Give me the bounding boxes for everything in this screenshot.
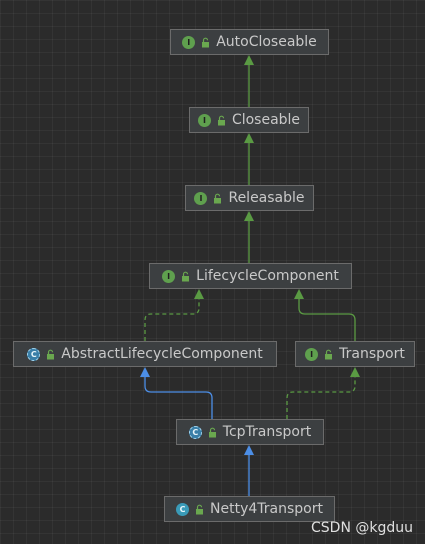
lock-icon [214,193,222,203]
node-netty4transport[interactable]: C Netty4Transport [164,496,335,522]
lock-icon [196,504,204,514]
node-abstractlifecyclecomponent[interactable]: C AbstractLifecycleComponent [13,341,277,367]
lock-icon [182,271,190,281]
abstract-class-icon: C [27,347,41,361]
interface-icon: I [197,113,211,127]
arrowhead [244,445,254,455]
node-transport[interactable]: I Transport [295,341,415,367]
arrowhead [194,289,204,299]
node-label: TcpTransport [222,424,312,440]
arrowhead [140,367,150,377]
arrowhead [294,289,304,299]
interface-icon: I [162,269,176,283]
lock-icon [47,349,55,359]
node-label: Netty4Transport [210,501,323,517]
interface-icon: I [182,35,196,49]
lock-icon [217,115,225,125]
arrowhead [244,133,254,143]
node-label: Transport [339,346,405,362]
node-label: LifecycleComponent [196,268,339,284]
lock-icon [202,37,210,47]
lock-icon [325,349,333,359]
edge-tcptransport-abstractlifecyclecomponent [144,377,213,419]
node-label: Closeable [231,112,301,128]
node-label: Releasable [228,190,305,206]
edge-abstractlifecyclecomponent-lifecyclecomponent [144,299,200,341]
arrowhead [350,367,360,377]
interface-icon: I [194,191,208,205]
watermark: CSDN @kgduu [311,520,413,536]
edge-tcptransport-transport [286,377,356,419]
lock-icon [208,427,216,437]
class-icon: C [176,502,190,516]
interface-icon: I [305,347,319,361]
node-lifecyclecomponent[interactable]: I LifecycleComponent [149,263,352,289]
node-label: AbstractLifecycleComponent [61,346,263,362]
node-closeable[interactable]: I Closeable [189,107,309,133]
arrowhead [244,211,254,221]
abstract-class-icon: C [188,425,202,439]
node-autocloseable[interactable]: I AutoCloseable [170,29,329,55]
node-releasable[interactable]: I Releasable [185,185,314,211]
edge-transport-lifecyclecomponent [298,299,356,341]
node-tcptransport[interactable]: C TcpTransport [176,419,324,445]
node-label: AutoCloseable [216,34,317,50]
arrowhead [244,55,254,65]
